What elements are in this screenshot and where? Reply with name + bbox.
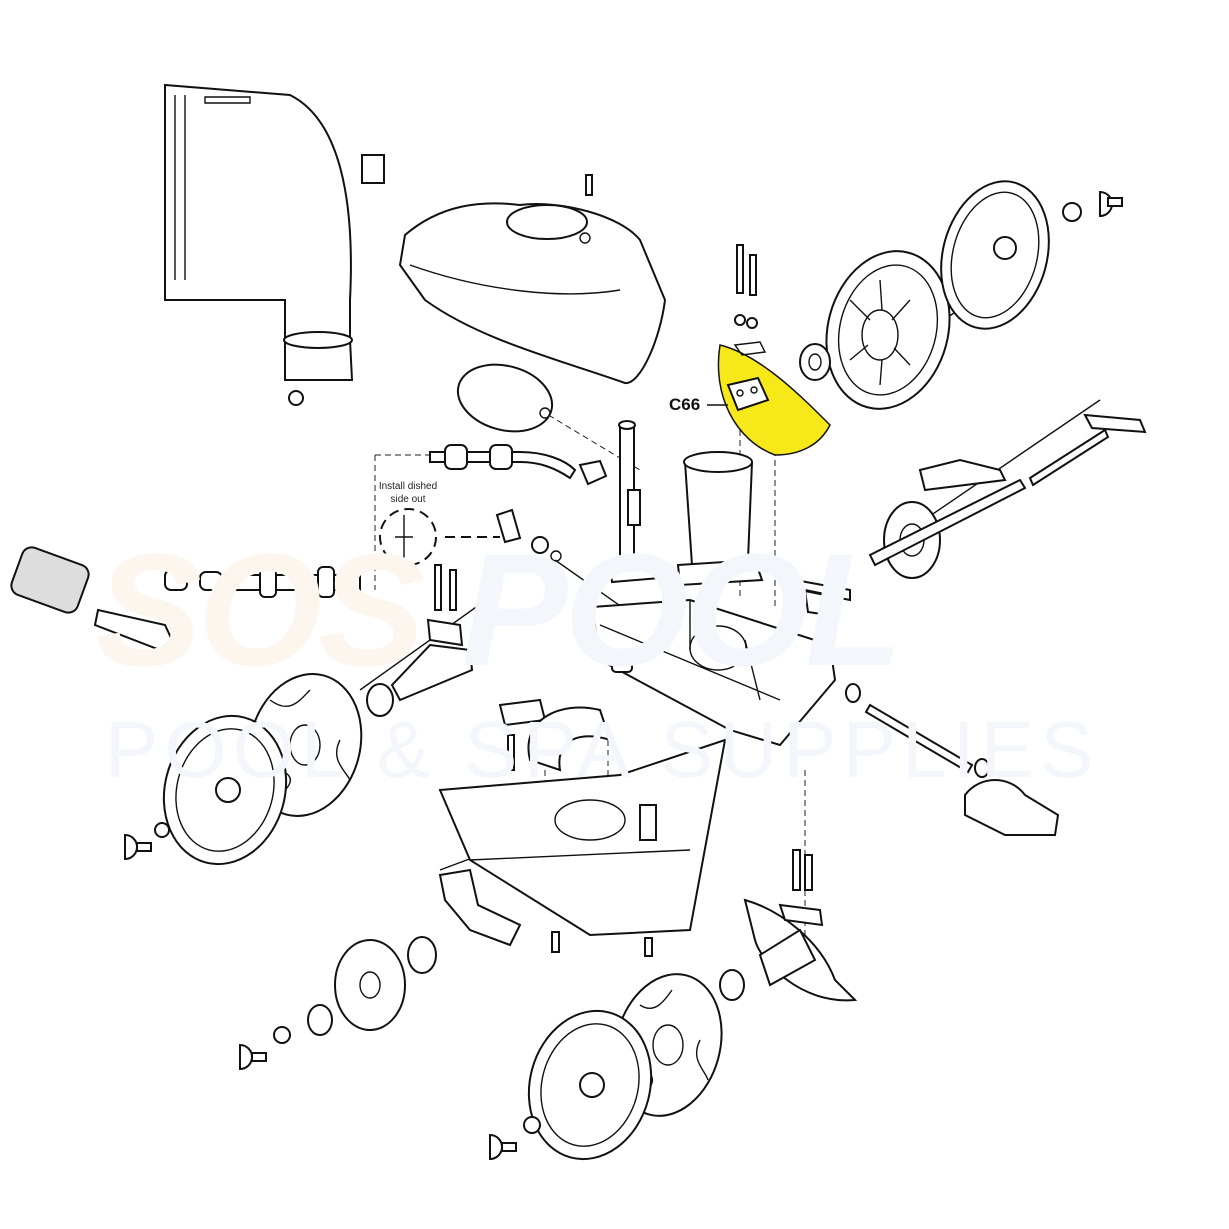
bearing <box>719 969 745 1001</box>
bearing <box>307 1004 333 1036</box>
wheel <box>527 1009 653 1161</box>
shaft <box>234 574 361 591</box>
wheel <box>940 180 1050 330</box>
screw <box>792 849 813 891</box>
throat-pipe <box>608 420 662 584</box>
wheel <box>825 250 951 410</box>
clip <box>361 154 385 184</box>
top-cover <box>398 202 667 384</box>
part-callout-c66: C66 <box>669 395 701 414</box>
retaining-ring <box>845 683 861 703</box>
bearing <box>407 936 437 974</box>
washer <box>273 1026 291 1044</box>
fitting <box>317 566 335 598</box>
steering-fin <box>743 898 858 1002</box>
debris-bag <box>164 83 354 406</box>
bearing-housing <box>964 779 1060 836</box>
plate <box>495 508 522 544</box>
install-note-line-1: Install dished <box>378 481 438 492</box>
washer <box>154 822 170 838</box>
wheel <box>162 714 288 866</box>
wheel-screw <box>124 833 152 861</box>
bracket <box>1083 413 1147 434</box>
fitting <box>259 566 277 598</box>
rear-axle <box>864 703 974 774</box>
hose-assembly <box>429 444 608 486</box>
plate <box>918 458 1007 492</box>
c66-part-highlighted <box>717 341 831 456</box>
screw <box>551 931 653 957</box>
drive-housing <box>676 451 764 587</box>
wheel-screw <box>239 1043 267 1071</box>
install-note: Install dished side out <box>368 480 448 506</box>
axle <box>1028 428 1110 487</box>
fitting <box>199 571 223 591</box>
screw <box>585 174 593 196</box>
fitting <box>164 569 188 591</box>
wheel <box>334 939 406 1031</box>
bearing <box>799 190 1123 381</box>
main-body <box>590 598 837 747</box>
connector <box>93 608 174 652</box>
bracket <box>793 578 851 617</box>
screws <box>734 244 758 329</box>
float <box>456 363 554 433</box>
swivel-bracket <box>390 618 474 702</box>
washer <box>523 1116 541 1134</box>
o-ring <box>550 550 562 562</box>
wheel-screw <box>489 1133 517 1161</box>
bottom-plate <box>438 738 727 937</box>
bearing <box>366 683 394 717</box>
retaining-ring <box>974 758 990 778</box>
drive-gear <box>868 478 1027 579</box>
install-note-line-2: side out <box>390 494 426 505</box>
ball-joint <box>531 536 549 554</box>
sponge-filter <box>10 546 90 614</box>
dished-disc-detail <box>379 508 437 566</box>
screw <box>434 564 457 611</box>
swivel-bracket <box>438 868 522 947</box>
elbow <box>498 698 612 772</box>
